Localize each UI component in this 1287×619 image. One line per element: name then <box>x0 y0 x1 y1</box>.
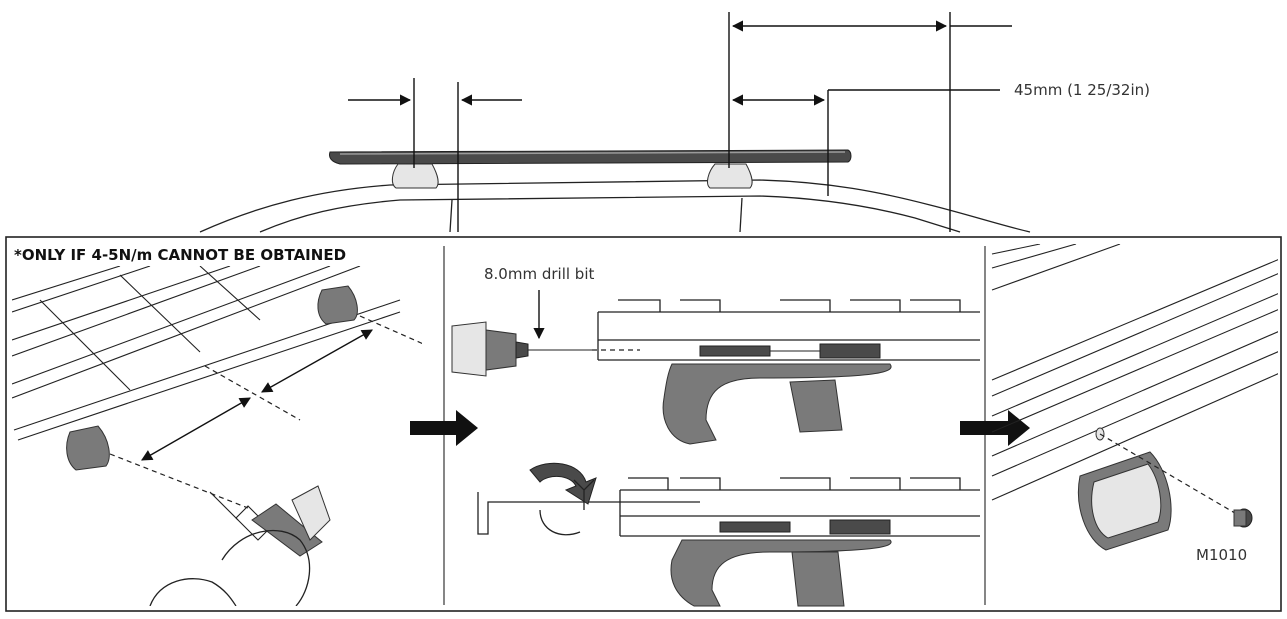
panel-left: *ONLY IF 4-5N/m CANNOT BE OBTAINED <box>12 246 422 606</box>
rack-platform <box>12 266 401 441</box>
rack-foot-right <box>707 163 753 189</box>
rack-bar <box>329 149 852 165</box>
rack-rail-closeup <box>991 244 1278 501</box>
rack-foot-left <box>391 163 439 189</box>
part-code: M1010 <box>1196 546 1247 564</box>
panel-middle: 8.0mm drill bit <box>451 265 980 607</box>
note-text: *ONLY IF 4-5N/m CANNOT BE OBTAINED <box>14 246 346 264</box>
step-arrow-1 <box>410 410 478 446</box>
drill-chuck-icon <box>451 321 592 377</box>
hex-key-icon <box>477 492 700 535</box>
rail-section-lower <box>619 477 980 537</box>
drill-icon <box>209 485 331 557</box>
rack-foot-right <box>317 285 358 325</box>
step-arrow-2 <box>960 410 1030 446</box>
hands-icon <box>149 529 311 606</box>
plug-icon <box>1233 508 1253 528</box>
top-view-rack-on-car: 45mm (1 25/32in) <box>199 12 1150 233</box>
rail-section-upper <box>592 299 980 361</box>
dimension-label: 45mm (1 25/32in) <box>1014 81 1150 99</box>
rotate-outline-icon <box>539 479 595 536</box>
clamp-upper <box>662 363 892 445</box>
rotate-arrow-icon <box>529 462 597 505</box>
car-roof-outline <box>199 179 1031 233</box>
drill-bit-label: 8.0mm drill bit <box>484 265 594 283</box>
clamp-lower <box>670 539 892 607</box>
rack-foot-left <box>66 425 110 471</box>
panel-right: M1010 <box>991 244 1278 564</box>
instruction-frame <box>5 236 1282 612</box>
